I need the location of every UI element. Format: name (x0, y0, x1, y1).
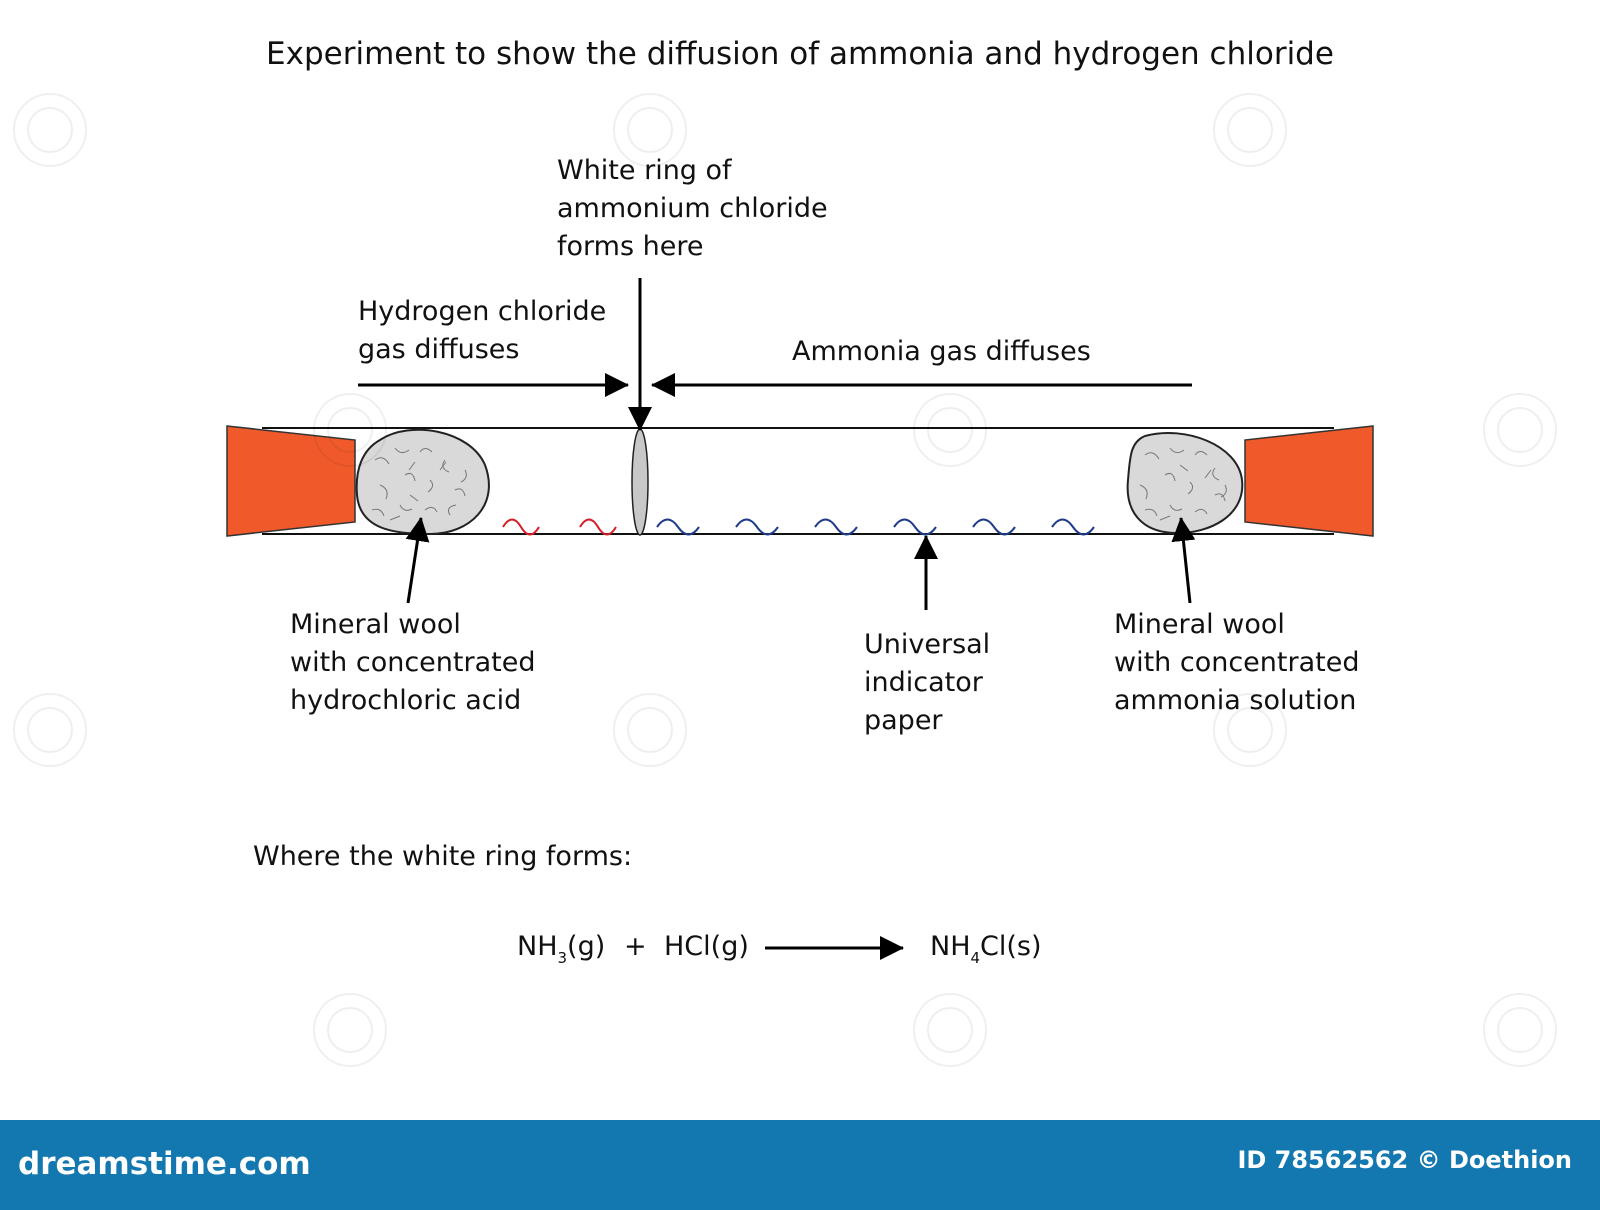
subscript: 4 (970, 949, 981, 967)
diagram-title: Experiment to show the diffusion of ammo… (266, 36, 1334, 72)
formula: NH (930, 931, 971, 962)
equation-plus: + (624, 931, 647, 962)
label-line: forms here (557, 231, 704, 262)
label-line: Mineral wool (290, 609, 461, 640)
label-line: indicator (864, 667, 983, 698)
label-line: ammonia solution (1114, 685, 1357, 716)
formula: NH (517, 931, 558, 962)
label-wool-hcl: Mineral wool with concentrated hydrochlo… (290, 606, 535, 720)
label-line: paper (864, 705, 943, 736)
diffusion-diagram (13, 93, 1557, 1067)
ammonia-gas-waves (656, 518, 1095, 536)
label-white-ring: White ring of ammonium chloride forms he… (557, 152, 828, 266)
equation-product-nh4cl: NH4Cl(s) (930, 928, 1042, 977)
subscript: 3 (557, 949, 568, 967)
formula-rest: Cl(s) (980, 931, 1042, 962)
watermark-icon (13, 93, 1557, 1067)
white-ring-icon (631, 428, 649, 536)
label-indicator-paper: Universal indicator paper (864, 626, 990, 740)
label-line: White ring of (557, 155, 732, 186)
arrow-icon (358, 278, 1196, 960)
label-line: hydrochloric acid (290, 685, 522, 716)
label-line: ammonium chloride (557, 193, 828, 224)
label-line: Mineral wool (1114, 609, 1285, 640)
label-line: with concentrated (1114, 647, 1360, 678)
label-line: Hydrogen chloride (358, 296, 607, 327)
equation-heading: Where the white ring forms: (253, 841, 633, 872)
label-line: with concentrated (290, 647, 536, 678)
brand-logo[interactable]: dreamstime.com (18, 1146, 311, 1182)
stopper-right-icon (1244, 425, 1374, 537)
mineral-wool-icon (1126, 432, 1244, 535)
footer-bar: dreamstime.com ID 78562562 © Doethion (0, 1120, 1600, 1210)
equation-reactant-nh3: NH3(g) (517, 928, 605, 977)
label-line: gas diffuses (358, 334, 520, 365)
label-line: Ammonia gas diffuses (792, 336, 1091, 367)
hcl-gas-waves (502, 518, 617, 536)
state: (g) (567, 931, 606, 962)
label-wool-ammonia: Mineral wool with concentrated ammonia s… (1114, 606, 1359, 720)
stopper-left-icon (226, 425, 356, 537)
equation-reactant-hcl: HCl(g) (664, 931, 749, 962)
label-line: Universal (864, 629, 991, 660)
label-hcl-diffuses: Hydrogen chloride gas diffuses (358, 293, 606, 369)
image-id-credit: ID 78562562 © Doethion (1237, 1146, 1572, 1174)
mineral-wool-icon (355, 428, 490, 536)
label-ammonia-diffuses: Ammonia gas diffuses (792, 333, 1091, 371)
